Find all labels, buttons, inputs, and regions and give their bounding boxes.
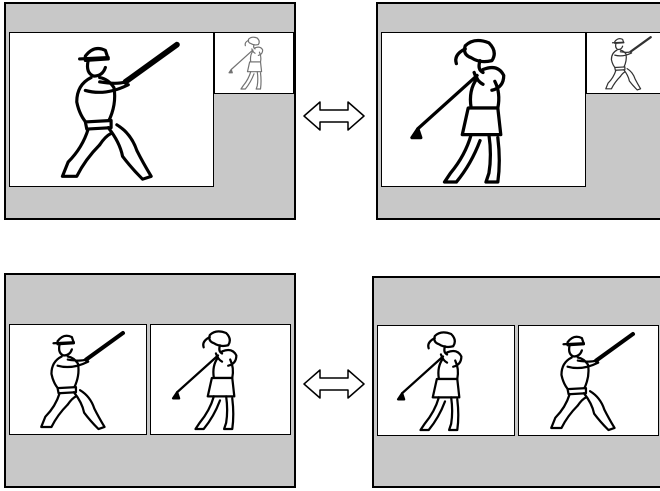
golfer-icon xyxy=(215,33,293,93)
sub-picture xyxy=(214,32,294,94)
swap-arrow-icon xyxy=(302,98,366,134)
left-picture xyxy=(9,324,147,435)
right-picture xyxy=(150,324,291,435)
baseball-batter-icon xyxy=(519,326,658,435)
screen-pip-before xyxy=(4,2,296,220)
baseball-batter-icon xyxy=(587,33,660,93)
swap-arrow xyxy=(302,98,366,134)
left-picture xyxy=(377,325,515,436)
right-picture xyxy=(518,325,659,436)
main-picture xyxy=(9,32,214,187)
screen-split-after xyxy=(372,276,660,488)
golfer-icon xyxy=(151,325,290,434)
baseball-batter-icon xyxy=(10,325,146,434)
swap-arrow xyxy=(302,366,366,402)
screen-split-before xyxy=(4,273,296,488)
sub-picture xyxy=(586,32,660,94)
swap-arrow-icon xyxy=(302,366,366,402)
golfer-icon xyxy=(378,326,514,435)
baseball-batter-icon xyxy=(10,33,213,186)
golfer-icon xyxy=(382,33,585,186)
main-picture xyxy=(381,32,586,187)
screen-pip-after xyxy=(376,2,660,220)
